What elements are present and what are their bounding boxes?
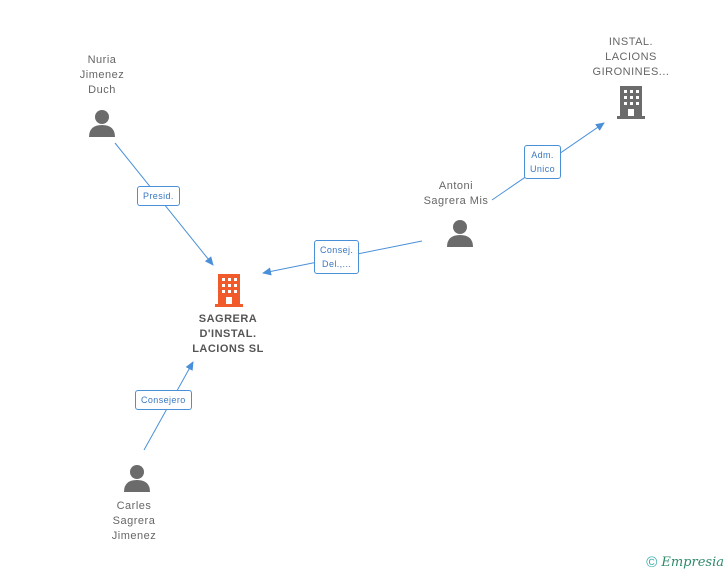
person-icon[interactable] — [87, 108, 117, 138]
building-icon[interactable] — [615, 84, 647, 120]
footer-branding: © Empresia — [646, 554, 724, 571]
person-icon[interactable] — [445, 218, 475, 248]
node-label-carles[interactable]: Carles Sagrera Jimenez — [111, 500, 157, 542]
edge-label-presid[interactable]: Presid. — [137, 186, 180, 206]
node-label-instal[interactable]: INSTAL. LACIONS GIRONINES... — [592, 36, 670, 78]
edge-label-consejero[interactable]: Consejero — [135, 390, 192, 410]
edge-label-consej-del[interactable]: Consej. Del.,... — [314, 240, 360, 274]
node-label-antoni[interactable]: Antoni Sagrera Mis — [423, 180, 489, 207]
node-label-sagrera[interactable]: SAGRERA D'INSTAL. LACIONS SL — [192, 313, 264, 355]
node-label-nuria[interactable]: Nuria Jimenez Duch — [79, 54, 125, 96]
brand-logo[interactable]: Empresia — [661, 555, 724, 570]
copyright-icon: © — [646, 554, 658, 571]
edge-label-adm-unico[interactable]: Adm. Unico — [524, 145, 562, 179]
main-building-icon[interactable] — [213, 272, 245, 308]
person-icon[interactable] — [122, 463, 152, 493]
